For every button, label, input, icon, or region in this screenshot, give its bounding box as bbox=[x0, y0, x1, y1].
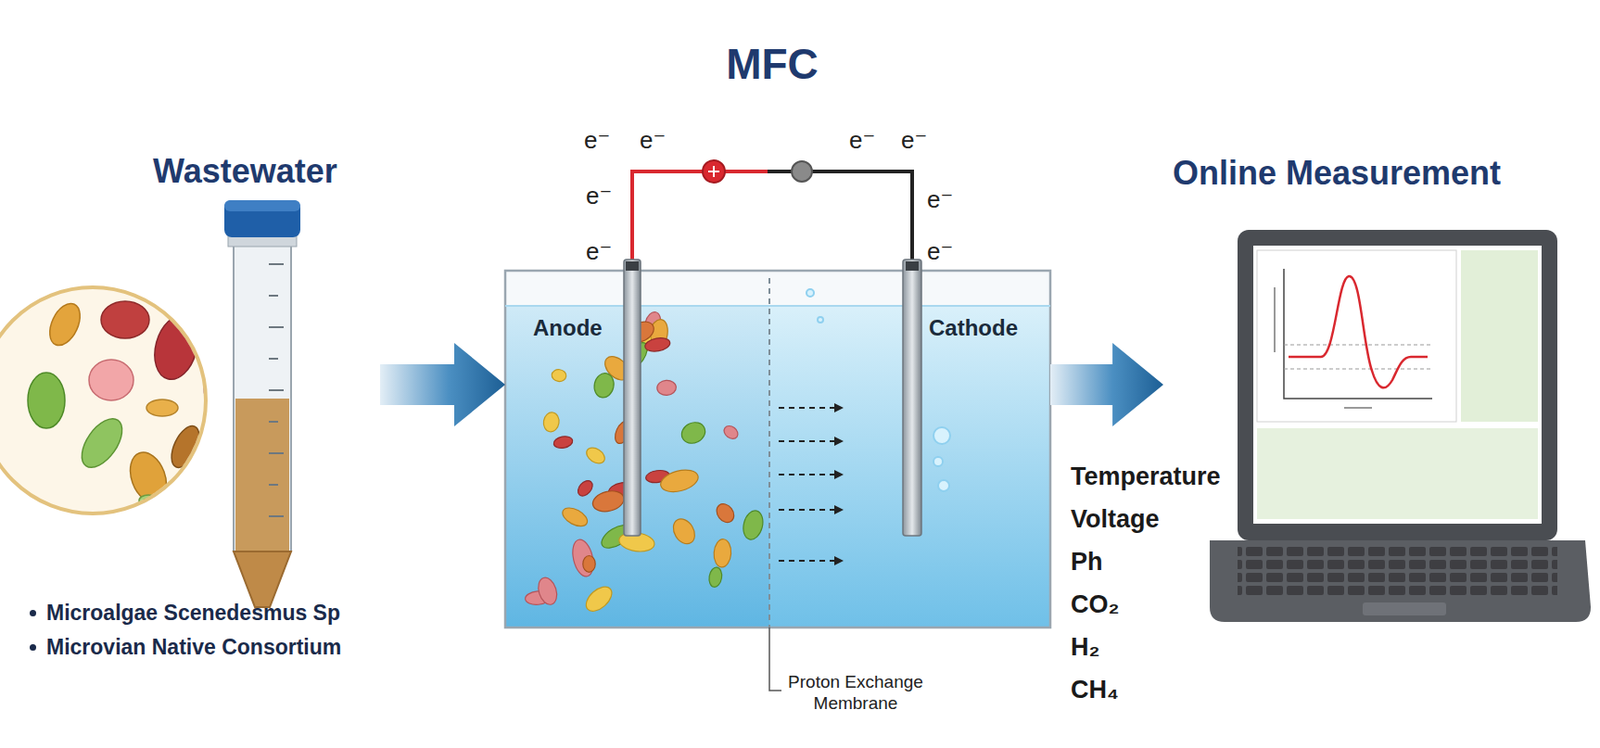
fuel-cell-tank bbox=[505, 270, 1051, 691]
anode-electrode bbox=[623, 259, 641, 536]
measurement-item: CH₄ bbox=[1070, 675, 1119, 705]
microbe-magnifier bbox=[0, 287, 223, 514]
proton-arrowhead bbox=[834, 436, 844, 446]
microbe bbox=[669, 515, 699, 548]
measurement-item: Temperature bbox=[1070, 462, 1221, 492]
microbes bbox=[524, 310, 766, 616]
electron-label: e⁻ bbox=[585, 181, 612, 211]
electron-label: e⁻ bbox=[584, 126, 610, 155]
electron-label: e⁻ bbox=[639, 126, 666, 155]
tube-tick bbox=[268, 420, 279, 423]
microbe bbox=[592, 371, 617, 400]
circuit bbox=[623, 160, 922, 536]
tube-tick bbox=[268, 357, 279, 360]
flow-arrow bbox=[380, 342, 506, 427]
tube-tick bbox=[268, 263, 284, 266]
electron-label: e⁻ bbox=[849, 126, 876, 155]
electron-label: e⁻ bbox=[926, 237, 953, 267]
microbe bbox=[569, 537, 597, 579]
proton-flow bbox=[778, 440, 835, 443]
proton-arrowhead bbox=[834, 556, 844, 566]
laptop bbox=[1209, 229, 1591, 623]
measurement-item: Ph bbox=[1070, 547, 1104, 577]
proton-arrowhead bbox=[834, 469, 844, 480]
microbe bbox=[678, 419, 710, 448]
microbe bbox=[550, 368, 567, 383]
anode-chamber: Anode bbox=[505, 270, 770, 628]
tube-tick bbox=[268, 483, 279, 486]
microbe bbox=[712, 500, 737, 526]
microbe bbox=[542, 411, 561, 433]
proton-flow bbox=[778, 473, 835, 476]
proton-flow bbox=[778, 559, 835, 562]
electron-label: e⁻ bbox=[926, 185, 953, 215]
proton-arrowhead bbox=[834, 403, 844, 413]
chart bbox=[1274, 268, 1433, 408]
microbe bbox=[574, 478, 596, 499]
measurement-station: Online Measurement bbox=[1163, 139, 1595, 631]
measurement-item: CO₂ bbox=[1070, 590, 1120, 620]
microbe bbox=[583, 556, 596, 573]
measurement-item: Voltage bbox=[1070, 505, 1160, 534]
membrane-label: Proton Exchange Membrane bbox=[786, 671, 926, 714]
microbe bbox=[584, 444, 609, 468]
cathode-electrode bbox=[902, 259, 922, 536]
sample-tube bbox=[224, 200, 301, 608]
microbe bbox=[658, 466, 701, 496]
mfc-cell: MFC Anode Cathode bbox=[482, 27, 1063, 714]
microbe bbox=[552, 434, 574, 450]
tube-tick bbox=[268, 515, 284, 518]
bullet-item: Microalgae Scenedesmus Sp bbox=[46, 600, 341, 626]
flow-arrow bbox=[1050, 342, 1164, 427]
proton-arrows bbox=[778, 403, 844, 566]
microbe bbox=[590, 487, 626, 515]
wastewater-group: WastewaterMicroalgae Scenedesmus Sp Micro… bbox=[18, 148, 381, 677]
chamber-label: Cathode bbox=[928, 315, 1018, 342]
bullet-dot bbox=[29, 644, 37, 651]
proton-flow bbox=[778, 508, 835, 511]
microbe bbox=[740, 508, 766, 543]
electron-label: e⁻ bbox=[901, 126, 927, 155]
electron-label: e⁻ bbox=[585, 237, 612, 267]
microbe bbox=[656, 380, 677, 396]
membrane bbox=[768, 278, 771, 628]
section-heading: Online Measurement bbox=[1172, 153, 1501, 193]
tube-tick bbox=[268, 452, 284, 455]
microbe bbox=[559, 504, 591, 531]
bullet-dot bbox=[29, 609, 37, 617]
section-heading: Wastewater bbox=[152, 152, 338, 191]
chamber-label: Anode bbox=[533, 315, 603, 342]
microbe bbox=[721, 423, 740, 442]
microbe bbox=[712, 538, 732, 568]
tube-tick bbox=[268, 326, 284, 329]
microbe bbox=[581, 582, 616, 616]
diagram-heading: MFC bbox=[482, 38, 1063, 89]
bullet-item: Microvian Native Consortium bbox=[46, 634, 342, 661]
tube-tick bbox=[268, 389, 284, 392]
proton-arrowhead bbox=[834, 505, 844, 515]
proton-flow bbox=[778, 406, 835, 409]
microbe bbox=[708, 566, 724, 588]
leader-line bbox=[769, 627, 782, 691]
bubbles bbox=[806, 289, 951, 492]
tube-tick bbox=[268, 294, 279, 297]
cathode-chamber: Cathode bbox=[769, 270, 1051, 628]
microbe bbox=[534, 575, 559, 608]
measurement-item: H₂ bbox=[1070, 633, 1101, 662]
